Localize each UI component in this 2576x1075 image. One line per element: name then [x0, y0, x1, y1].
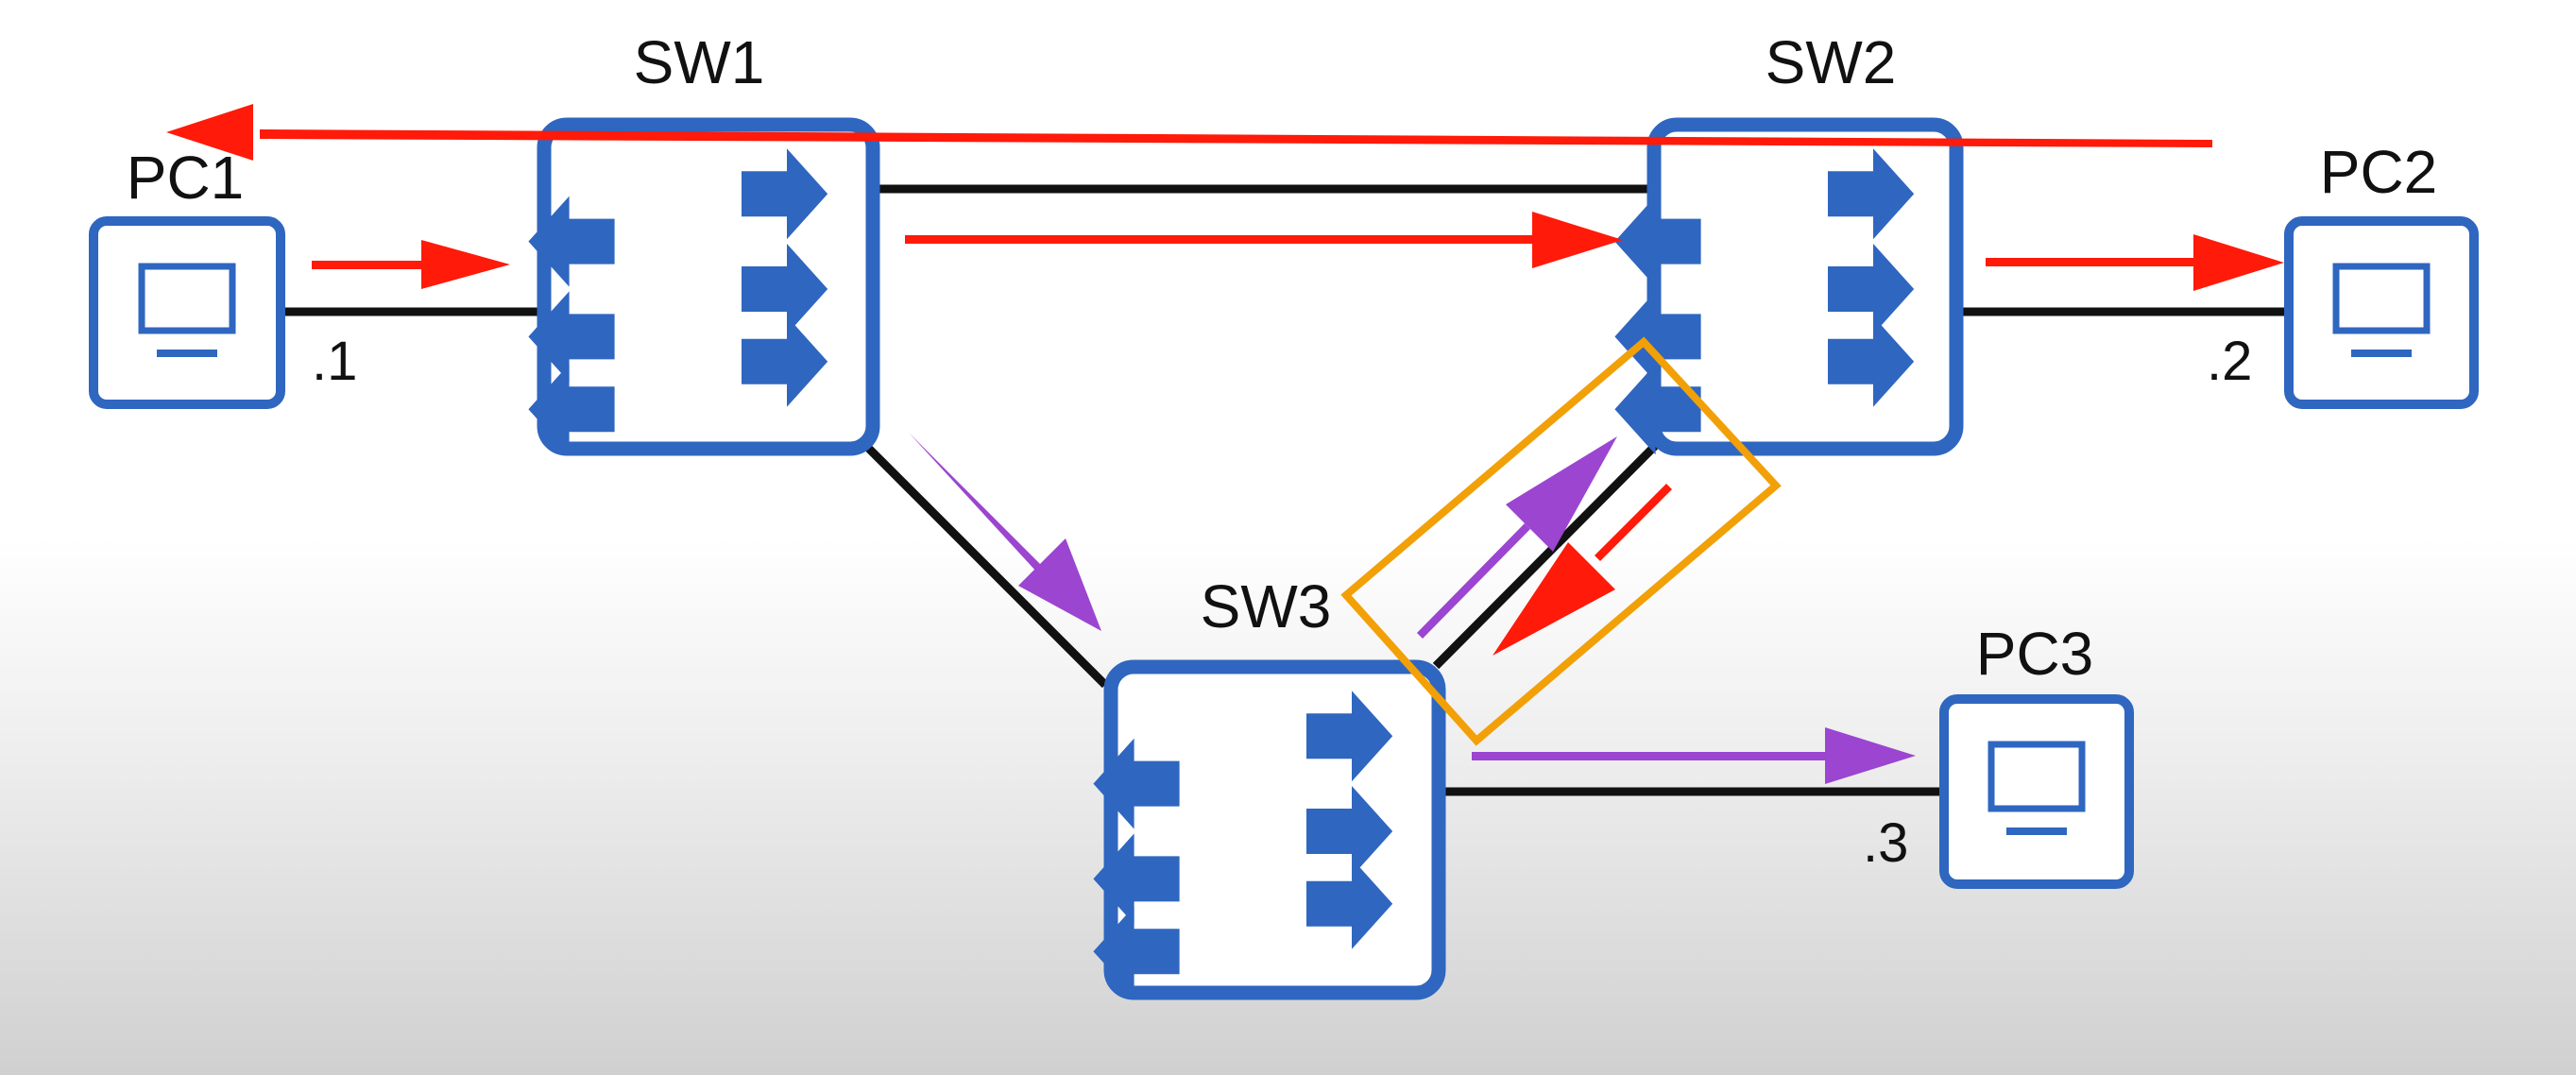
pc1-label: PC1	[127, 144, 245, 212]
highlight-box	[1340, 336, 1782, 746]
pc3-address: .3	[1863, 812, 1908, 874]
monitor-icon	[2332, 263, 2431, 357]
switch-sw2	[1614, 117, 1964, 456]
link-sw1-sw3	[861, 440, 1109, 689]
arrow-pc1-to-sw1	[312, 240, 510, 289]
sw2-label: SW2	[1766, 28, 1897, 96]
pc-pc1	[89, 216, 285, 409]
arrow-sw3-to-pc3	[1472, 727, 1916, 784]
arrow-sw2-to-sw3	[1493, 484, 1672, 656]
monitor-icon	[138, 263, 236, 357]
switch-sw3	[1093, 659, 1446, 1000]
red-flow	[166, 104, 2284, 656]
links	[283, 184, 2286, 796]
pc1-address: .1	[312, 331, 357, 392]
pc2-label: PC2	[2320, 138, 2438, 206]
monitor-icon	[1987, 741, 2086, 835]
arrow-sw1-to-sw2	[905, 212, 1623, 268]
sw1-label: SW1	[634, 28, 765, 96]
arrow-flood-back-to-pc1	[166, 104, 2212, 161]
link-sw2-sw3	[1432, 442, 1659, 670]
pc-box	[2284, 216, 2479, 409]
pc-pc3	[1939, 694, 2134, 889]
arrow-sw2-to-pc2	[1986, 234, 2284, 291]
pc-pc2	[2284, 216, 2479, 409]
pc3-label: PC3	[1976, 620, 2094, 688]
sw3-label: SW3	[1201, 572, 1332, 640]
switch-sw1	[528, 117, 880, 456]
purple-flow	[909, 433, 1916, 784]
pc-box	[1939, 694, 2134, 889]
pc-box	[89, 216, 285, 409]
arrow-sw1-to-sw3	[909, 433, 1101, 631]
pc2-address: .2	[2207, 331, 2252, 392]
arrow-sw3-to-sw2	[1417, 436, 1617, 639]
